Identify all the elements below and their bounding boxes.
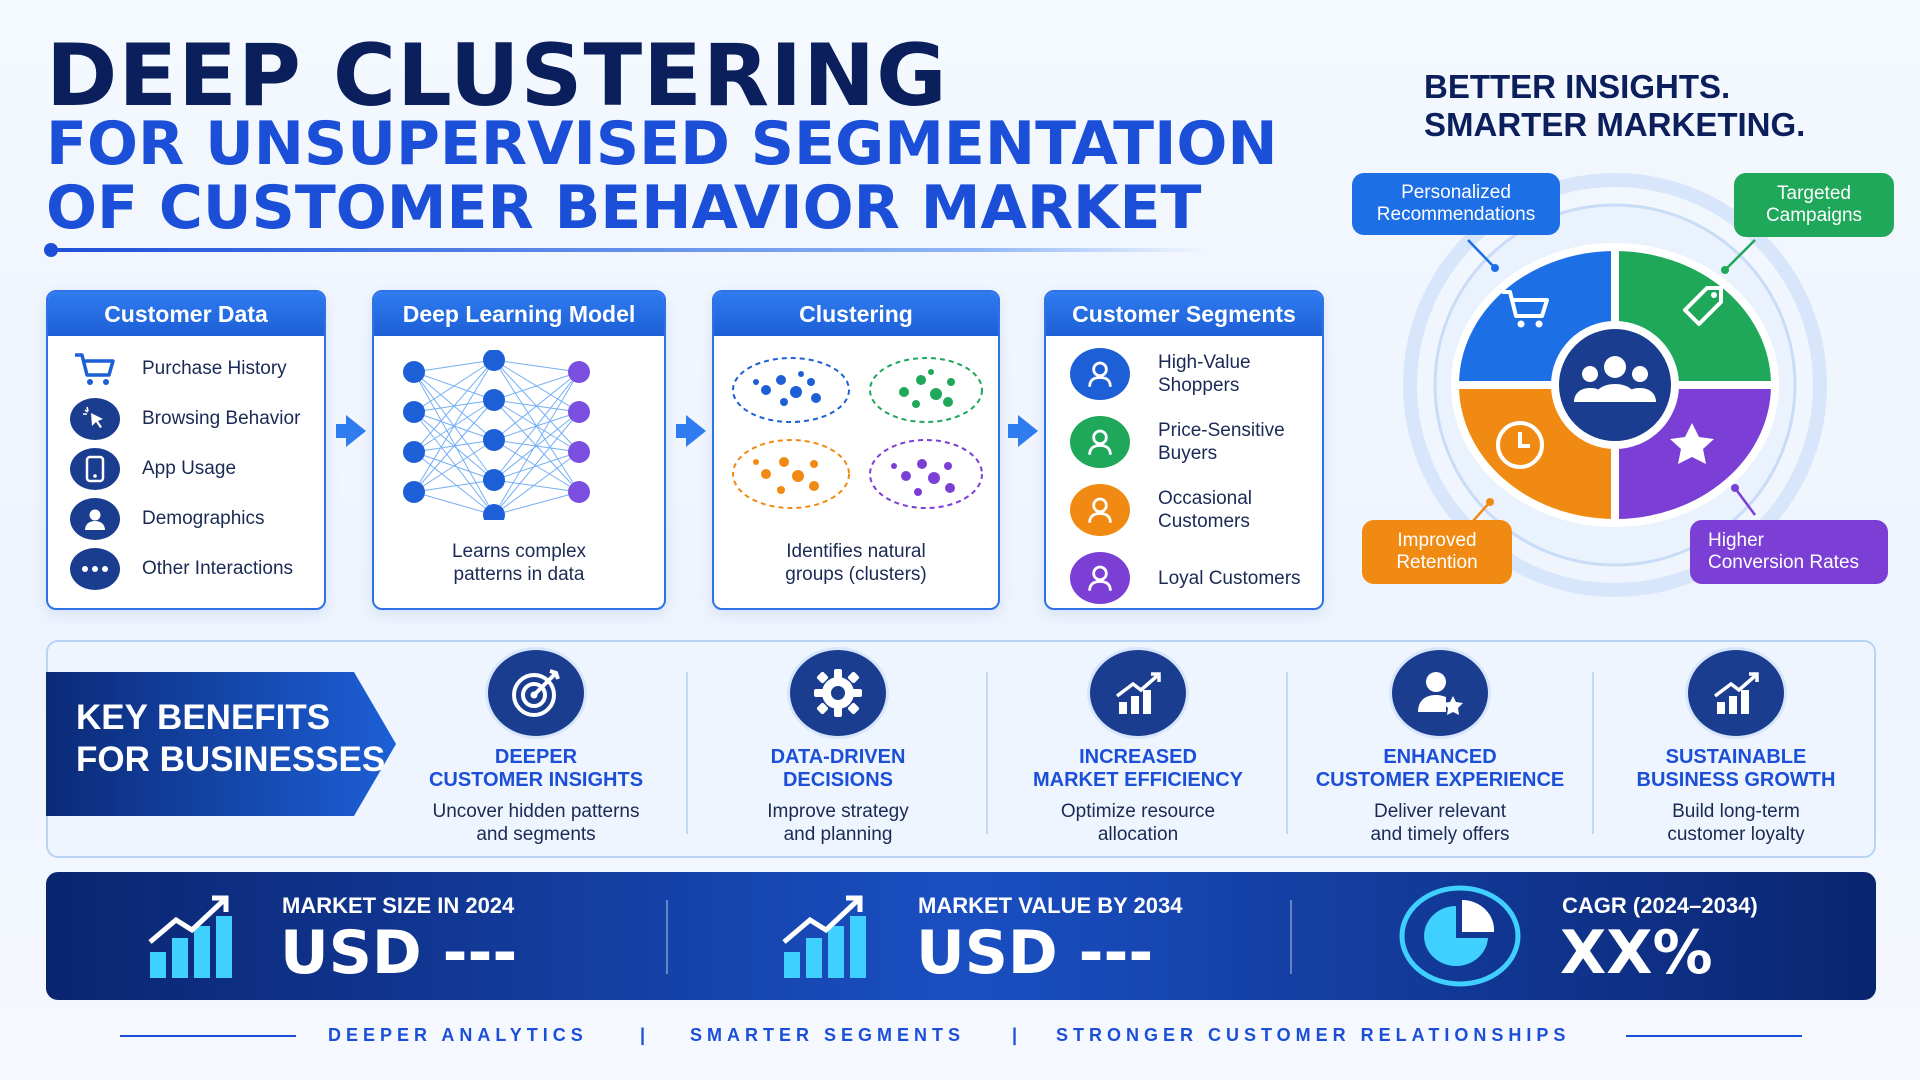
list-item: Other Interactions <box>48 544 324 594</box>
footer-line <box>1626 1035 1802 1037</box>
divider <box>1290 900 1292 974</box>
user-icon <box>1070 416 1130 468</box>
model-card: Deep Learning Model Learns complex patte… <box>372 290 666 610</box>
list-item: App Usage <box>48 444 324 494</box>
card-title: Customer Segments <box>1046 292 1322 336</box>
clusters-icon <box>732 357 983 509</box>
list-item: Purchase History <box>48 344 324 394</box>
footer-text: DEEPER ANALYTICS <box>328 1025 588 1045</box>
chart-up-icon <box>1090 650 1186 736</box>
bar-chart-icon <box>148 895 232 978</box>
list-item: Demographics <box>48 494 324 544</box>
user-icon <box>1070 484 1130 536</box>
customer-data-card: Customer Data Purchase History Browsing … <box>46 290 326 610</box>
phone-icon <box>70 448 120 490</box>
arrow-right-icon <box>1018 415 1038 447</box>
footer-separator: | <box>640 1025 651 1045</box>
title-underline-dot <box>44 243 58 257</box>
model-caption: Learns complex patterns in data <box>451 541 587 585</box>
flow-arrow <box>336 424 348 438</box>
user-icon <box>1070 552 1130 604</box>
clustering-caption: Identifies natural groups (clusters) <box>785 541 927 585</box>
benefits-heading: KEY BENEFITS FOR BUSINESSES <box>76 698 386 779</box>
growth-icon <box>1688 650 1784 736</box>
target-icon <box>488 650 584 736</box>
stat-value: USD --- <box>916 918 1154 988</box>
list-item: Browsing Behavior <box>48 394 324 444</box>
footer-text: STRONGER CUSTOMER RELATIONSHIPS <box>1056 1025 1571 1045</box>
benefits-banner <box>46 672 396 816</box>
neural-network-icon <box>403 350 590 520</box>
divider <box>1592 672 1594 834</box>
stat-label: MARKET SIZE IN 2024 <box>282 893 515 918</box>
footer-text: SMARTER SEGMENTS <box>690 1025 966 1045</box>
gear-icon <box>790 650 886 736</box>
bar-chart-icon <box>782 895 866 978</box>
more-icon <box>70 548 120 590</box>
page-title: DEEP CLUSTERING <box>46 26 948 126</box>
divider <box>1286 672 1288 834</box>
benefits-wheel <box>1403 173 1827 597</box>
card-title: Customer Data <box>48 292 324 336</box>
tagline: BETTER INSIGHTS. SMARTER MARKETING. <box>1424 68 1806 143</box>
stat-label: CAGR (2024–2034) <box>1562 893 1758 918</box>
stat-label: MARKET VALUE BY 2034 <box>918 893 1183 918</box>
page-subtitle: FOR UNSUPERVISED SEGMENTATION OF CUSTOME… <box>46 109 1278 243</box>
pie-chart-icon <box>1399 885 1521 987</box>
divider <box>666 900 668 974</box>
stat-value: USD --- <box>280 918 518 988</box>
divider <box>986 672 988 834</box>
footer-separator: | <box>1012 1025 1023 1045</box>
divider <box>686 672 688 834</box>
user-star-icon <box>1392 650 1488 736</box>
arrow-right-icon <box>346 415 366 447</box>
list-item: Loyal Customers <box>1046 544 1322 608</box>
user-icon <box>1070 348 1130 400</box>
cursor-icon <box>70 398 120 440</box>
clustering-card: Clustering Identifies natural groups (cl… <box>712 290 1000 610</box>
flow-arrow <box>676 424 688 438</box>
arrow-right-icon <box>686 415 706 447</box>
stat-value: XX% <box>1560 918 1713 988</box>
footer-line <box>120 1035 296 1037</box>
market-stats-bar <box>46 872 1876 1000</box>
card-title: Deep Learning Model <box>374 292 664 336</box>
user-icon <box>70 498 120 540</box>
flow-arrow <box>1008 424 1020 438</box>
cart-icon <box>70 348 120 390</box>
card-title: Clustering <box>714 292 998 336</box>
title-underline <box>48 248 1208 252</box>
